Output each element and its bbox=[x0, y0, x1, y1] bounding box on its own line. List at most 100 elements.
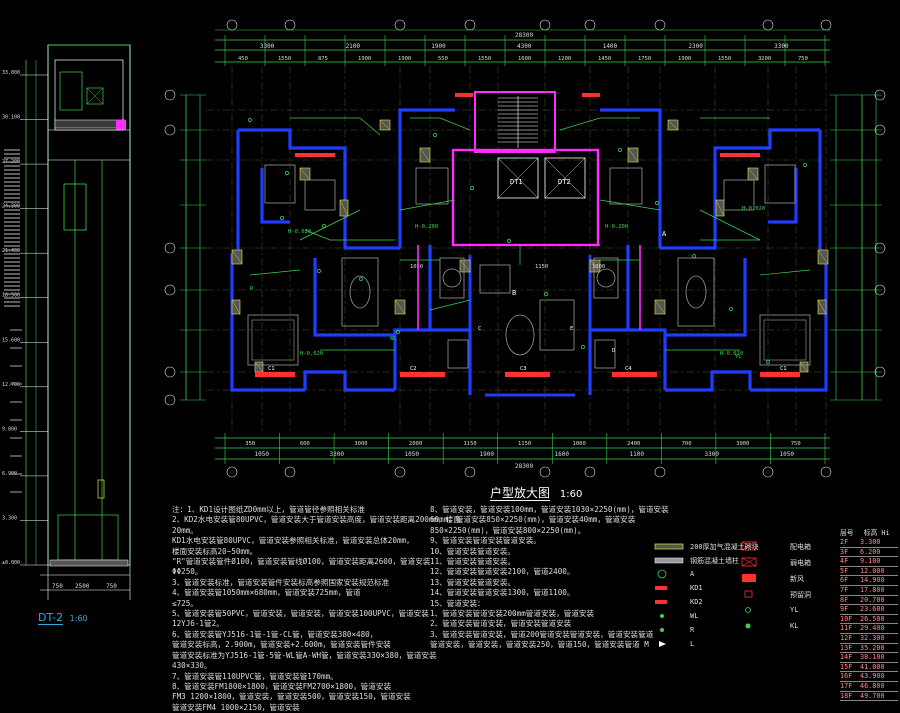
floor-table-floor: 18F bbox=[840, 691, 853, 700]
dim-total: 28300 bbox=[515, 32, 533, 39]
legend-small-box-icon bbox=[744, 590, 753, 598]
floor-table-row: 17F 46.800 bbox=[840, 682, 898, 692]
legend-kl-icon bbox=[745, 623, 751, 629]
svg-text:2500: 2500 bbox=[75, 583, 90, 590]
note-line: 11、管道安装管道安装。 bbox=[430, 557, 516, 567]
note-line: "R"管道安装管件Ø100，管道安装管线Ø100，管道安装距离2600，管道安装 bbox=[172, 557, 431, 567]
note-line: ΦΦ250。 bbox=[172, 567, 203, 577]
dim-text: 1100 bbox=[630, 451, 645, 458]
dim-text: 1550 bbox=[478, 56, 491, 62]
floor-table-elev: 26.500 bbox=[860, 614, 885, 623]
floor-table-floor: 17F bbox=[840, 681, 853, 690]
dim-text: 1200 bbox=[558, 56, 571, 62]
main-title: 户型放大图 1:60 bbox=[490, 484, 582, 501]
floor-table-floor: 4F bbox=[840, 557, 849, 566]
dim-text: 2100 bbox=[346, 43, 361, 50]
legend-label: KL bbox=[790, 622, 799, 630]
note-line: 6、管道安装管YJ516-1管-1管-CL管，管道安装380×480， bbox=[172, 629, 378, 639]
room-label-a: A bbox=[662, 230, 667, 238]
elevation-mark: 33.000 bbox=[2, 70, 20, 76]
dim-text: 2000 bbox=[409, 441, 422, 447]
dim-text: 1150 bbox=[518, 441, 531, 447]
dim-text: 3300 bbox=[774, 43, 789, 50]
dim-text: 1450 bbox=[598, 56, 611, 62]
floor-table-elev: 46.800 bbox=[860, 681, 885, 690]
dim-text: 1600 bbox=[555, 451, 570, 458]
plan-label: R bbox=[250, 286, 254, 292]
note-line: 9、管道安装管道安装管道安装。 bbox=[430, 536, 541, 546]
plan-label: WL bbox=[390, 336, 397, 342]
floor-table-floor: 15F bbox=[840, 662, 853, 671]
floor-table-floor: 9F bbox=[840, 605, 849, 614]
floor-table-elev: 9.100 bbox=[860, 557, 881, 566]
legend-label: YL bbox=[790, 606, 799, 614]
floor-table-elev: 49.700 bbox=[860, 691, 885, 700]
floor-table-floor: 6F bbox=[840, 576, 849, 585]
legend-label: KD1 bbox=[690, 584, 703, 592]
elevation-mark: 18.500 bbox=[2, 293, 20, 299]
legend-label: KD2 bbox=[690, 598, 703, 606]
floor-table-elev: 6.200 bbox=[860, 547, 881, 556]
dim-text: 1050 bbox=[405, 451, 420, 458]
dim-text: 1550 bbox=[278, 56, 291, 62]
plan-label: C bbox=[478, 326, 481, 332]
floor-table-header-floor: 层号 bbox=[840, 529, 854, 537]
note-line: 13、管道安装管道安装。 bbox=[430, 577, 516, 587]
plan-label: H-0.200 bbox=[415, 224, 438, 230]
plan-label: 1800 bbox=[592, 264, 605, 270]
note-line: 430×330。 bbox=[172, 661, 212, 671]
note-line: 7、管道安装管110UPVC管，管道安装管170mm。 bbox=[172, 671, 338, 681]
elevation-mark: 30.100 bbox=[2, 115, 20, 121]
note-line: 12、管道安装管道安装2100，管道2400。 bbox=[430, 567, 575, 577]
note-line: 20mm。 bbox=[172, 525, 198, 535]
legend-flag-icon bbox=[659, 641, 666, 647]
note-line: 5、管道安装管50PVC，管道安装，管道安装，管道安装100UPVC，管道安装 bbox=[172, 609, 429, 619]
section-title-scale: 1:60 bbox=[69, 614, 88, 623]
note-line: 注：1、KD1设计图纸ZD0mm以上，管道管径参照相关标准 bbox=[172, 505, 366, 514]
note-line: 15、管道安装： bbox=[430, 598, 485, 608]
side-dimensions bbox=[180, 94, 882, 401]
main-title-scale: 1:60 bbox=[559, 489, 583, 500]
note-line: 14、管道安装管道安装1300，管道1100。 bbox=[430, 588, 575, 598]
legend-label: 钢筋混凝土墙柱 bbox=[690, 557, 739, 565]
dim-text: 550 bbox=[438, 56, 448, 62]
note-line: 管道安装标高，2.900m，管道安装+2.600m，管道安装管件安装 bbox=[172, 640, 391, 650]
main-title-text: 户型放大图 bbox=[490, 486, 551, 501]
legend-red-rect-icon bbox=[655, 586, 667, 590]
plan-label: H-0.020 bbox=[300, 351, 323, 357]
dim-text: 1050 bbox=[255, 451, 270, 458]
dim-text: 3000 bbox=[736, 441, 749, 447]
dim-text: 3000 bbox=[354, 441, 367, 447]
note-line: 10、管道安装管道安装。 bbox=[430, 546, 516, 556]
legend-box-icon bbox=[741, 557, 757, 567]
room-label-dt2: DT2 bbox=[558, 178, 571, 186]
floor-table-elev: 38.100 bbox=[860, 653, 885, 662]
note-line: FM3 1200×1800，管道安装，管道安装500，管道安装150，管道安装 bbox=[172, 692, 411, 702]
dim-text: 1600 bbox=[518, 56, 531, 62]
dim-text: 350 bbox=[245, 441, 255, 447]
dim-text: 1150 bbox=[463, 441, 476, 447]
room-label-dt1: DT1 bbox=[510, 178, 523, 186]
plan-label: D bbox=[612, 348, 615, 354]
floor-table-header-elev: 标高 Hi bbox=[863, 529, 890, 537]
floor-table-row: 4F 9.100 bbox=[840, 557, 898, 567]
plan-label: H-0.200 bbox=[605, 224, 628, 230]
dim-text: 1000 bbox=[573, 441, 586, 447]
floor-table-elev: 12.000 bbox=[860, 566, 885, 575]
note-line: 3、管道安装标准，管道安装管件安装标高参照国家安装规范标准 bbox=[172, 577, 390, 587]
dim-text: 1750 bbox=[638, 56, 651, 62]
dim-text: 4300 bbox=[517, 43, 532, 50]
floor-table-header: 层号 标高 Hi bbox=[840, 528, 898, 538]
dim-text: 600 bbox=[300, 441, 310, 447]
elevation-mark: 3.300 bbox=[2, 515, 17, 521]
